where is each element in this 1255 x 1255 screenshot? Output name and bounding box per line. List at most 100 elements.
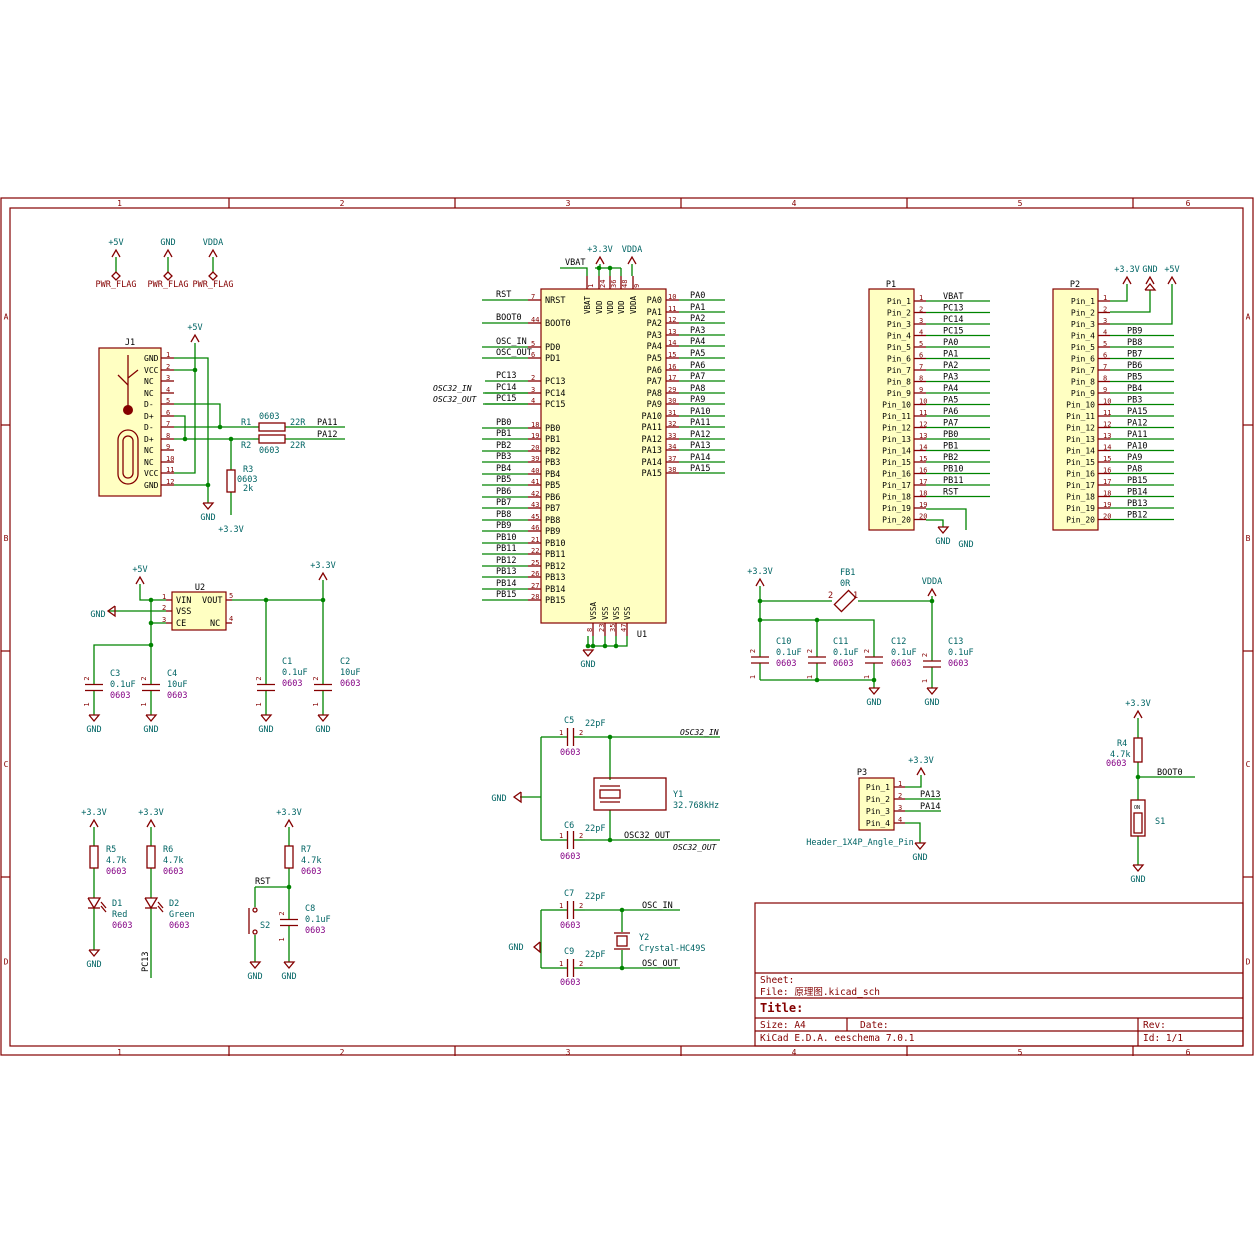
r5-body	[89, 845, 99, 869]
junction-dot	[619, 965, 625, 971]
u1-left-net-label: PB15	[496, 590, 516, 600]
u2-5v-label: +5V	[132, 565, 147, 575]
r6-ref: R6	[163, 845, 173, 855]
u1-pin-num: 10	[668, 293, 676, 301]
u1-top-name: VDD	[595, 300, 604, 314]
p2-pin-num: 4	[1103, 329, 1107, 337]
p1-pin-num: 1	[919, 294, 923, 302]
j1-pin-name: GND	[144, 481, 159, 490]
c9-pkg: 0603	[560, 978, 580, 988]
c9-pin2: 2	[579, 960, 583, 968]
u1-pin-name: PA2	[647, 319, 662, 329]
led-arrow	[157, 901, 164, 909]
p1-pin-num: 6	[919, 352, 923, 360]
pwr-flag-diamond	[111, 271, 121, 281]
p1-pin-name: Pin_5	[887, 343, 911, 352]
c10-33v-label: +3.3V	[747, 567, 773, 577]
frame-col-top: 1	[117, 199, 122, 208]
p1-pin-name: Pin_9	[887, 389, 911, 398]
j1-pin-num: 4	[166, 386, 170, 394]
u1-right-net-label: PA3	[690, 326, 705, 336]
u1-pin-num: 6	[531, 351, 535, 359]
u1-33v-label: +3.3V	[587, 245, 613, 255]
pwr-flag-label: PWR_FLAG	[148, 280, 189, 290]
u2-33v-label: +3.3V	[310, 561, 336, 571]
p3-pin-name: Pin_3	[866, 807, 890, 816]
pwr-flag-diamond	[163, 271, 173, 281]
frame-col-bottom: 1	[117, 1048, 122, 1057]
p1-pin20	[926, 519, 944, 527]
u1-left-net-label: PB0	[496, 418, 511, 428]
u1-right-net-label: PA8	[690, 384, 705, 394]
c1-gnd	[260, 714, 273, 723]
p3-ref: P3	[857, 768, 867, 778]
s2-gnd-label: GND	[247, 972, 262, 982]
j1-pin-num: 7	[166, 420, 170, 428]
u1-pin-name: PA11	[642, 423, 662, 433]
p1-net-label: PA0	[943, 338, 958, 348]
p2-33v-label: +3.3V	[1114, 265, 1140, 275]
s1-ref: S1	[1155, 817, 1165, 827]
u2-pin-num: 3	[162, 616, 166, 624]
d1-pkg: 0603	[112, 921, 132, 931]
u1-pin-num: 31	[668, 409, 676, 417]
u1-pin-num: 29	[668, 386, 676, 394]
c5-ref: C5	[564, 716, 574, 726]
p1-pin-num: 4	[919, 329, 923, 337]
x32-gnd-label: GND	[491, 794, 506, 804]
p2-pin-name: Pin_3	[1071, 320, 1095, 329]
u1-pin-num: 25	[531, 559, 539, 567]
p2-pin-num: 20	[1103, 513, 1111, 521]
p2-pin-name: Pin_15	[1066, 458, 1095, 467]
p2-pin-name: Pin_2	[1071, 309, 1095, 318]
u1-right-net-label: PA6	[690, 361, 705, 371]
p2-pin-name: Pin_5	[1071, 343, 1095, 352]
y2-val: Crystal-HC49S	[639, 944, 706, 954]
tb-id: Id: 1/1	[1143, 1033, 1183, 1044]
u1-pin-num: 16	[668, 363, 676, 371]
p2-33v	[1122, 275, 1132, 285]
tb-title: Title:	[760, 1001, 803, 1015]
vbat-label: VBAT	[565, 258, 585, 268]
u1-pin-name: PB11	[545, 550, 565, 560]
p3-gnd	[914, 842, 927, 851]
u1-pin-name: PA10	[642, 412, 662, 422]
r2-pkg: 0603	[259, 446, 279, 456]
cap-ref: C2	[340, 657, 350, 667]
p1-net-label: PB11	[943, 476, 963, 486]
c5-pin1: 1	[559, 729, 563, 737]
p1-net-label: RST	[943, 488, 958, 498]
junction-dot	[607, 837, 613, 843]
p3-body	[858, 777, 895, 831]
r1-ref: R1	[241, 418, 251, 428]
p1-net-label: PB2	[943, 453, 958, 463]
p1-net-label: PC15	[943, 327, 963, 337]
p2-net-label: PA8	[1127, 465, 1142, 475]
u1-bottom-name: VSSA	[589, 601, 598, 620]
u2-pin-num: 5	[229, 592, 233, 600]
p2-pin-name: Pin_8	[1071, 378, 1095, 387]
p1-net-label: PA4	[943, 384, 958, 394]
u1-bottom-num: 8	[586, 628, 594, 632]
u1-pin-num: 44	[531, 316, 539, 324]
c3-gnd-label: GND	[86, 725, 101, 735]
j1-pin-name: D+	[144, 412, 154, 421]
p2-pin-num: 12	[1103, 421, 1111, 429]
p1-pin-name: Pin_1	[887, 297, 911, 306]
j1-gnd-label: GND	[200, 513, 215, 523]
c5-val: 22pF	[585, 719, 605, 729]
junction-dot	[613, 643, 619, 649]
p1-33v: GND	[958, 540, 973, 550]
cap-ref: C4	[167, 669, 177, 679]
p2-pin-num: 17	[1103, 478, 1111, 486]
u1-pin-num: 41	[531, 478, 539, 486]
p2-net-label: PA11	[1127, 430, 1147, 440]
r2-body	[258, 434, 286, 444]
p3-pin-name: Pin_4	[866, 819, 890, 828]
fb-in	[759, 586, 832, 602]
p1-gnd	[937, 526, 950, 535]
led-triangle	[144, 897, 159, 910]
u1-top-num: 48	[621, 280, 629, 288]
j1-pin-name: NC	[144, 389, 154, 398]
p1-pin-num: 19	[919, 501, 927, 509]
